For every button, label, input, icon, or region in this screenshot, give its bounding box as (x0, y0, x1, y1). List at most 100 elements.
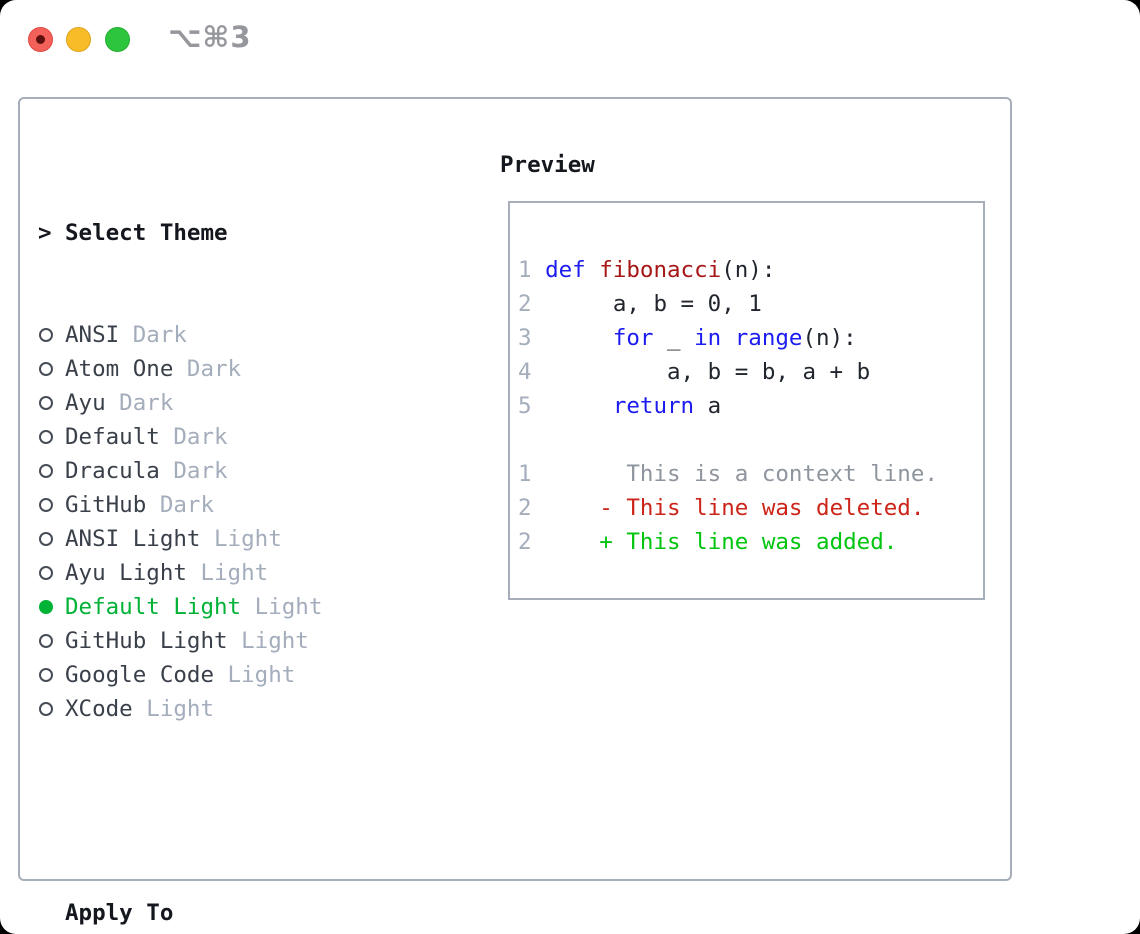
code-line: 3 for _ in range(n): (518, 321, 983, 355)
code-token-ln: 2 (518, 529, 532, 555)
code-token-pl: (n): (721, 257, 776, 283)
radio-circle (39, 328, 53, 342)
option-label: ANSI (65, 322, 120, 348)
theme-option-ansi-light[interactable]: ANSI Light Light (38, 522, 417, 556)
option-label: GitHub (65, 492, 147, 518)
radio-icon (38, 362, 65, 376)
zoom-button[interactable] (105, 27, 130, 52)
code-token-pl (532, 495, 600, 521)
theme-option-github-light[interactable]: GitHub Light Light (38, 624, 417, 658)
option-variant: Dark (159, 424, 228, 450)
code-token-ln: 2 (518, 291, 532, 317)
radio-icon (38, 396, 65, 410)
code-token-kw: in (694, 325, 722, 351)
select-theme-header: > Select Theme (38, 216, 417, 250)
option-label: XCode (65, 696, 133, 722)
code-line (518, 423, 983, 457)
theme-option-ayu[interactable]: Ayu Dark (38, 386, 417, 420)
apply-to-header: Apply To (38, 896, 417, 930)
code-token-pl (721, 325, 735, 351)
preview-box: 1 def fibonacci(n): 2 a, b = 0, 1 3 for _ … (508, 201, 985, 600)
code-token-pl (532, 325, 613, 351)
spacer (38, 794, 417, 828)
code-token-pl (586, 257, 600, 283)
code-line: 5 return a (518, 389, 983, 423)
code-token-fn: fibonacci (599, 257, 722, 283)
radio-circle (39, 702, 53, 716)
option-variant: Light (200, 526, 282, 552)
code-line: 4 a, b = b, a + b (518, 355, 983, 389)
radio-icon (38, 498, 65, 512)
radio-icon (38, 702, 65, 716)
theme-option-default-light[interactable]: Default Light Light (38, 590, 417, 624)
select-theme-title: Select Theme (65, 220, 228, 246)
code-token-ln: 1 (518, 257, 532, 283)
radio-icon (38, 328, 65, 342)
code-token-pl: _ (653, 325, 695, 351)
radio-icon (38, 430, 65, 444)
preview-title: Preview (500, 152, 595, 178)
theme-option-xcode[interactable]: XCode Light (38, 692, 417, 726)
code-token-ctx: This is a context line. (531, 461, 938, 487)
radio-circle (39, 634, 53, 648)
code-token-pl (532, 257, 546, 283)
code-token-ln: 5 (518, 393, 532, 419)
option-label: GitHub Light (65, 628, 228, 654)
option-label: Default (65, 424, 160, 450)
option-label: Ayu Light (65, 560, 187, 586)
window-title: ⌥⌘3 (168, 20, 252, 54)
code-line: 2 + This line was added. (518, 525, 983, 559)
minimize-button[interactable] (66, 27, 91, 52)
code-preview: 1 def fibonacci(n): 2 a, b = 0, 1 3 for _ … (510, 203, 983, 559)
code-token-kw: range (734, 325, 803, 351)
option-variant: Light (214, 662, 296, 688)
radio-circle (39, 430, 53, 444)
option-variant: Dark (173, 356, 242, 382)
theme-option-ayu-light[interactable]: Ayu Light Light (38, 556, 417, 590)
radio-icon (38, 566, 65, 580)
theme-option-default[interactable]: Default Dark (38, 420, 417, 454)
radio-icon (38, 464, 65, 478)
close-button-dot-icon (36, 35, 45, 44)
radio-circle (39, 498, 53, 512)
theme-option-dracula[interactable]: Dracula Dark (38, 454, 417, 488)
close-button[interactable] (28, 27, 53, 52)
code-line: 1 This is a context line. (518, 457, 983, 491)
focus-chevron-icon: > (38, 220, 52, 246)
radio-icon (38, 668, 65, 682)
radio-circle (39, 464, 53, 478)
code-token-ln: 1 (518, 461, 532, 487)
code-line: 2 - This line was deleted. (518, 491, 983, 525)
code-token-del: - This line was deleted. (599, 495, 925, 521)
theme-option-github[interactable]: GitHub Dark (38, 488, 417, 522)
code-token-pl (532, 529, 600, 555)
radio-circle (39, 566, 53, 580)
option-variant: Light (241, 594, 323, 620)
option-variant: Light (132, 696, 215, 722)
radio-circle (39, 668, 53, 682)
code-token-kw: def (545, 257, 586, 283)
option-variant: Light (227, 628, 309, 654)
theme-option-atom-one[interactable]: Atom One Dark (38, 352, 417, 386)
theme-option-google-code[interactable]: Google Code Light (38, 658, 417, 692)
option-variant: Light (186, 560, 269, 586)
theme-option-ansi[interactable]: ANSI Dark (38, 318, 417, 352)
radio-circle (39, 600, 53, 614)
option-variant: Dark (105, 390, 174, 416)
code-token-kw: return (612, 393, 695, 419)
option-label: ANSI Light (65, 526, 201, 552)
code-token-kw: for (612, 325, 654, 351)
option-variant: Dark (159, 458, 228, 484)
code-line: 1 def fibonacci(n): (518, 253, 983, 287)
apply-to-title: Apply To (65, 900, 174, 926)
radio-icon (38, 532, 65, 546)
radio-circle (39, 396, 53, 410)
radio-circle (39, 362, 53, 376)
radio-selected-icon (38, 600, 65, 614)
option-label: Default Light (65, 594, 242, 620)
radio-circle (39, 532, 53, 546)
option-variant: Dark (146, 492, 215, 518)
code-token-pl: a, b = 0, 1 (531, 291, 762, 317)
